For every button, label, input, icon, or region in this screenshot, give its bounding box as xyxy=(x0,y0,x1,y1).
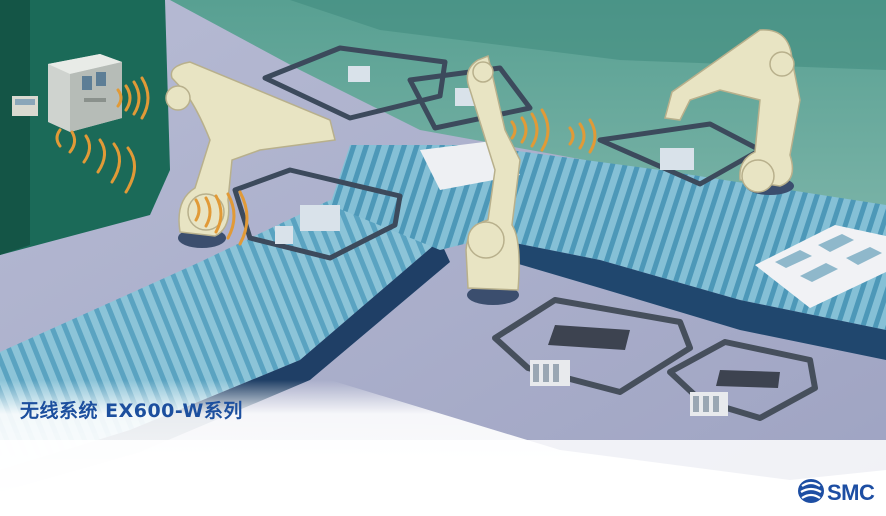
robot-arm-icon xyxy=(165,61,336,248)
wireless-signal-icon xyxy=(55,76,597,246)
pallet xyxy=(755,225,886,308)
control-cabinet-icon xyxy=(12,54,122,132)
page-title: 无线系统 EX600-W系列 xyxy=(20,400,243,422)
brand-logo-text: SMC xyxy=(827,480,875,505)
smc-logo-icon: SMC xyxy=(798,479,876,505)
